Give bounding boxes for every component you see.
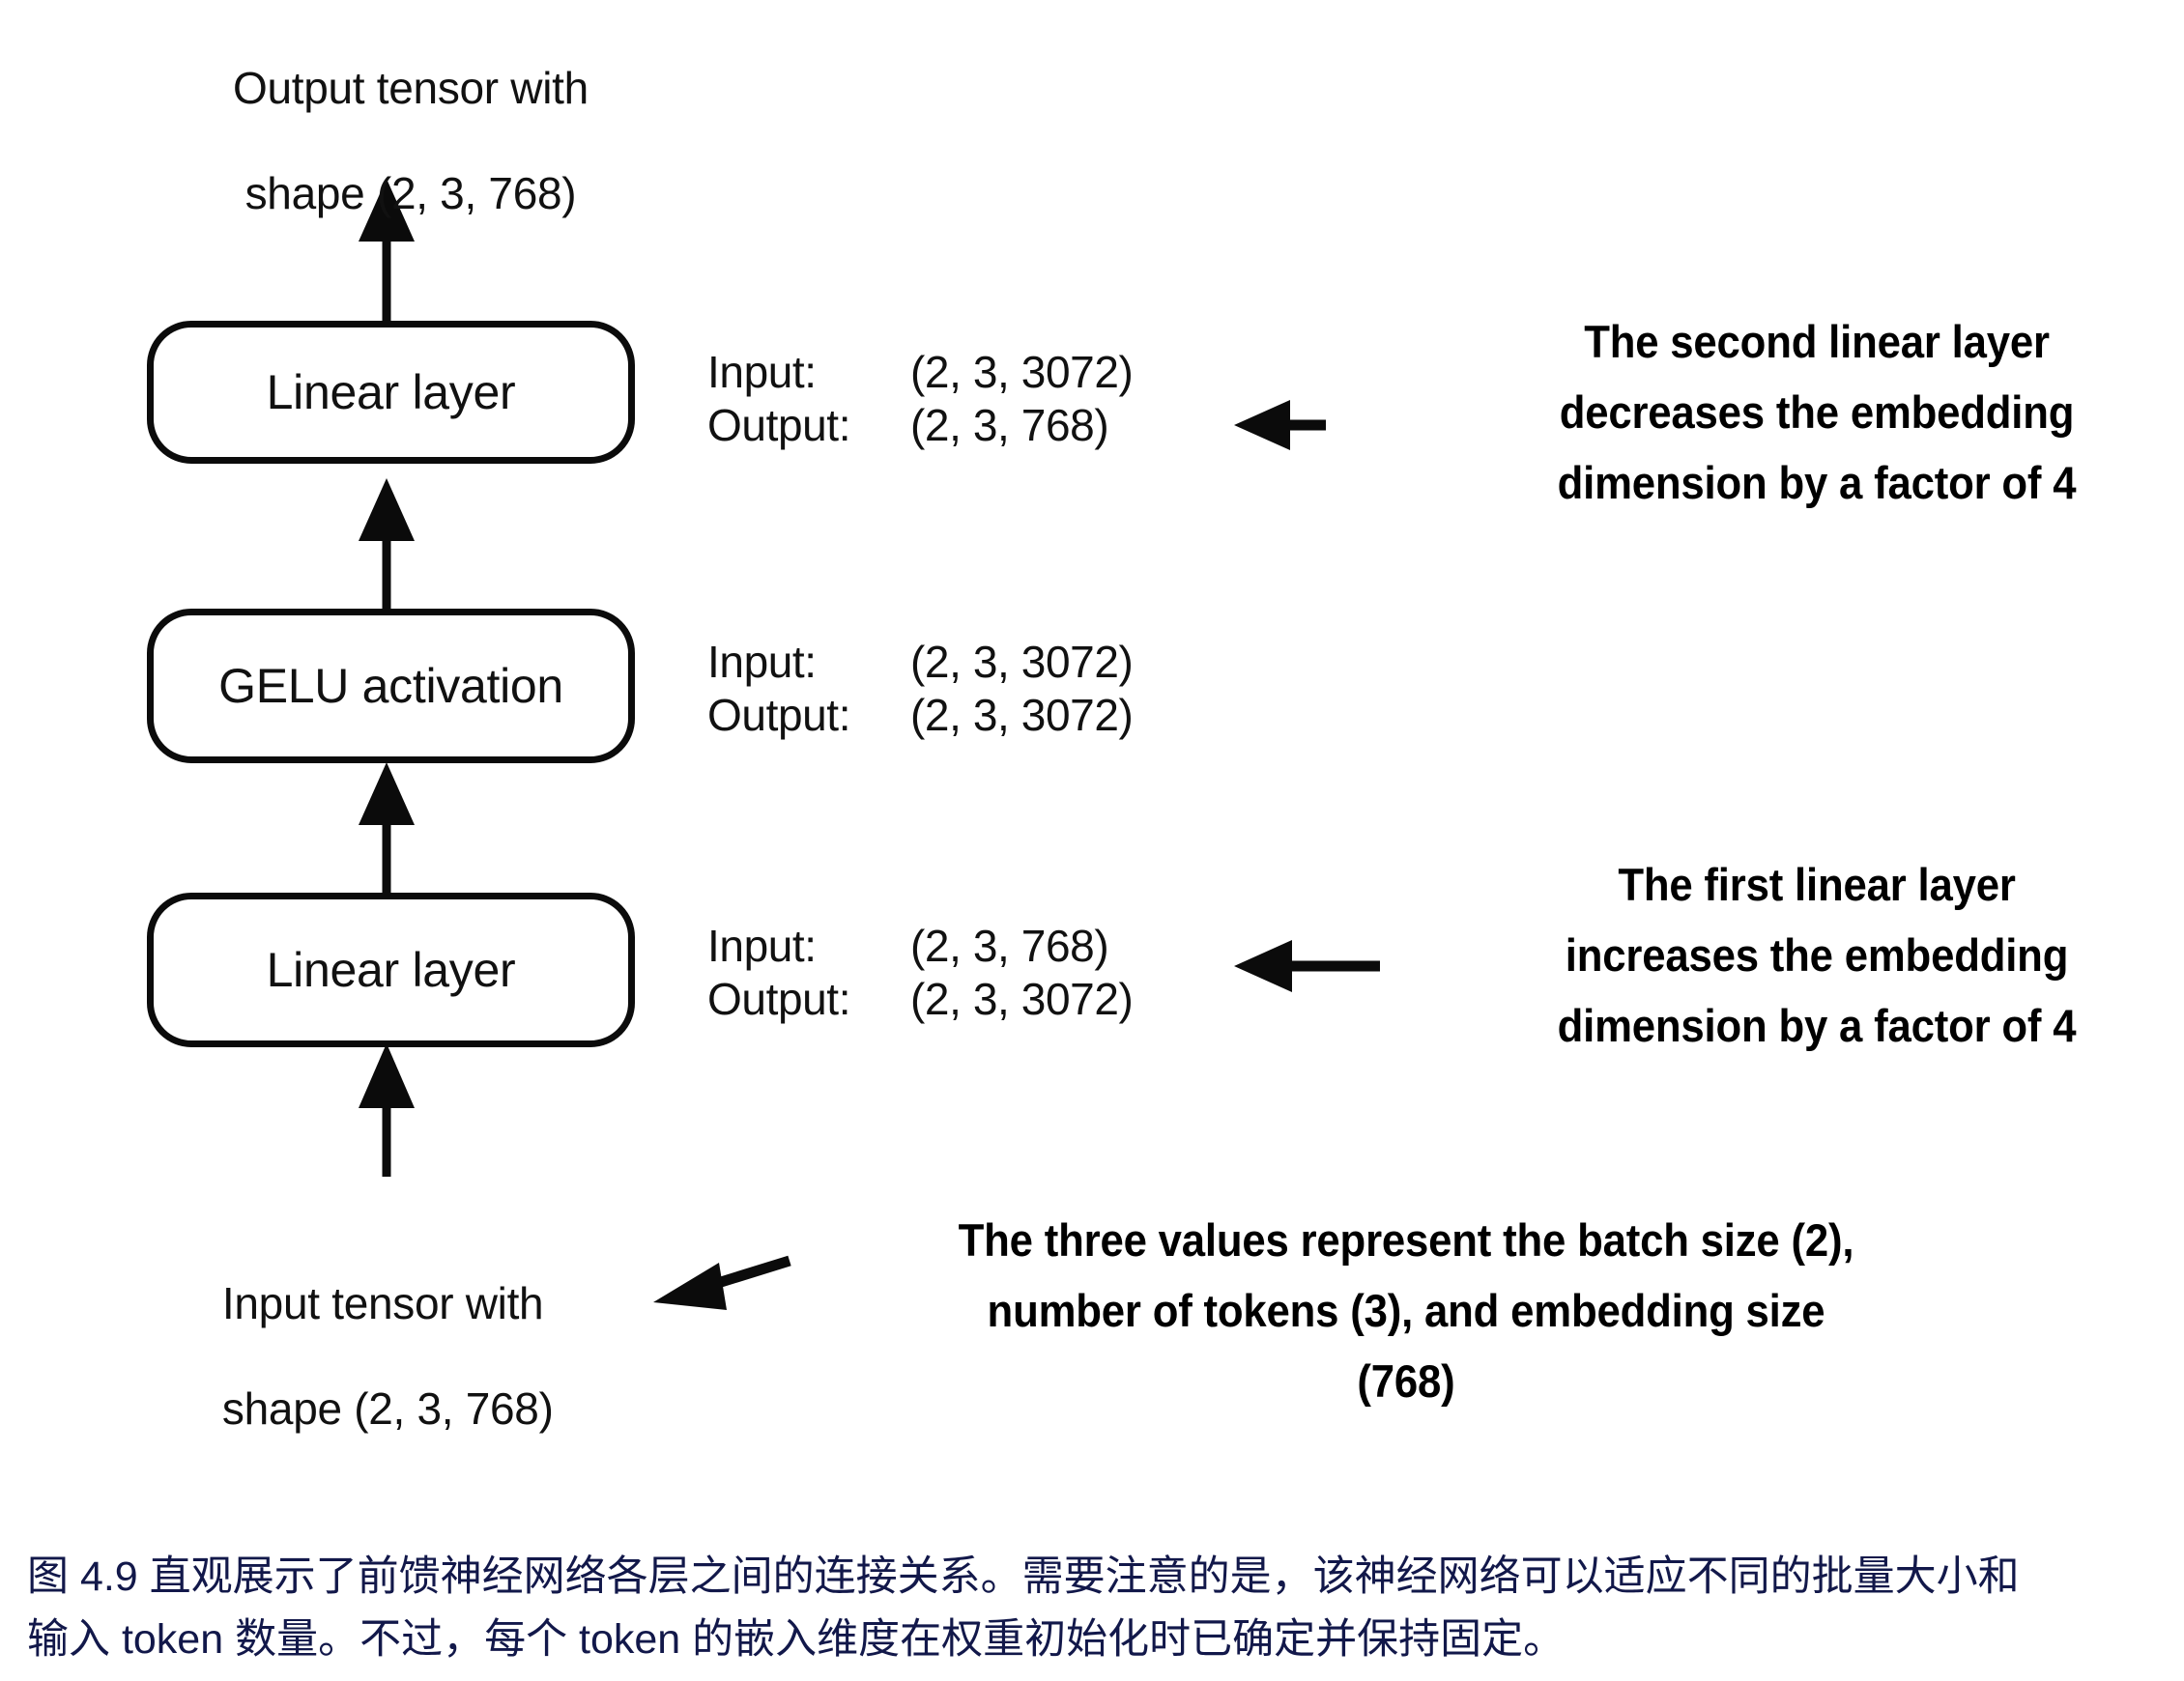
io-input-value: (2, 3, 3072) xyxy=(910,347,1134,397)
io-input-key: Input: xyxy=(707,637,817,687)
arrow-annotation-second-linear xyxy=(1234,400,1326,450)
annotation-second-linear-layer: The second linear layer decreases the em… xyxy=(1503,307,2132,519)
input-tensor-line-1: Input tensor with xyxy=(221,1278,544,1329)
figure-caption: 图 4.9 直观展示了前馈神经网络各层之间的连接关系。需要注意的是，该神经网络可… xyxy=(27,1546,2163,1672)
io-spec-linear-layer-1: Input: (2, 3, 768) Output: (2, 3, 3072) xyxy=(707,920,1134,1026)
annotation-second-linear-line-1: The second linear layer xyxy=(1584,316,2050,367)
io-input-value: (2, 3, 768) xyxy=(910,921,1109,971)
input-tensor-label: Input tensor with shape (2, 3, 768) xyxy=(174,1225,792,1487)
node-linear-layer-2[interactable]: Linear layer xyxy=(147,321,635,464)
annotation-three-values-line-1: The three values represent the batch siz… xyxy=(958,1214,1854,1266)
node-gelu-activation[interactable]: GELU activation xyxy=(147,609,635,763)
annotation-first-linear-line-1: The first linear layer xyxy=(1618,859,2016,910)
annotation-first-linear-line-3: dimension by a factor of 4 xyxy=(1557,999,2077,1051)
io-output-row-linear-2: Output: (2, 3, 768) xyxy=(707,399,1133,452)
io-output-key: Output: xyxy=(707,974,851,1025)
io-input-row-linear-1: Input: (2, 3, 768) xyxy=(707,920,1133,973)
io-output-row-linear-1: Output: (2, 3, 3072) xyxy=(707,973,1134,1026)
io-spec-linear-layer-2: Input: (2, 3, 3072) Output: (2, 3, 768) xyxy=(707,346,1134,452)
annotation-second-linear-line-2: decreases the embedding xyxy=(1559,385,2075,438)
annotation-three-values: The three values represent the batch siz… xyxy=(853,1206,1959,1417)
arrow-linear1-to-gelu xyxy=(359,762,415,894)
node-linear-layer-1-label: Linear layer xyxy=(266,943,516,997)
io-output-row-gelu: Output: (2, 3, 3072) xyxy=(707,689,1134,742)
io-output-key: Output: xyxy=(707,400,851,451)
io-output-value: (2, 3, 3072) xyxy=(910,974,1134,1025)
io-input-row-gelu: Input: (2, 3, 3072) xyxy=(707,636,1134,689)
arrow-gelu-to-linear2 xyxy=(359,478,415,611)
output-tensor-line-1: Output tensor with xyxy=(233,63,589,114)
io-output-value: (2, 3, 768) xyxy=(910,400,1109,451)
annotation-three-values-line-2: number of tokens (3), and embedding size xyxy=(987,1284,1825,1336)
node-linear-layer-2-label: Linear layer xyxy=(266,365,516,419)
io-output-key: Output: xyxy=(707,690,851,741)
io-input-value: (2, 3, 3072) xyxy=(910,637,1134,687)
annotation-three-values-line-3: (768) xyxy=(1357,1354,1455,1407)
io-input-key: Input: xyxy=(707,921,817,971)
figure-caption-line-2: 输入 token 数量。不过，每个 token 的嵌入维度在权重初始化时已确定并… xyxy=(27,1616,1566,1664)
annotation-first-linear-line-2: increases the embedding xyxy=(1565,928,2069,981)
output-tensor-label: Output tensor with shape (2, 3, 768) xyxy=(97,10,676,271)
input-tensor-line-2: shape (2, 3, 768) xyxy=(221,1382,554,1434)
io-input-row-linear-2: Input: (2, 3, 3072) xyxy=(707,346,1134,399)
node-linear-layer-1[interactable]: Linear layer xyxy=(147,893,635,1047)
io-input-key: Input: xyxy=(707,347,817,397)
arrow-annotation-first-linear xyxy=(1234,940,1380,992)
io-spec-gelu: Input: (2, 3, 3072) Output: (2, 3, 3072) xyxy=(707,636,1134,742)
figure-caption-line-1: 图 4.9 直观展示了前馈神经网络各层之间的连接关系。需要注意的是，该神经网络可… xyxy=(27,1553,2020,1600)
io-output-value: (2, 3, 3072) xyxy=(910,690,1134,741)
annotation-first-linear-layer: The first linear layer increases the emb… xyxy=(1503,850,2132,1062)
arrow-input-to-linear1 xyxy=(359,1043,415,1177)
annotation-second-linear-line-3: dimension by a factor of 4 xyxy=(1557,456,2077,508)
node-gelu-activation-label: GELU activation xyxy=(218,659,563,713)
output-tensor-line-2: shape (2, 3, 768) xyxy=(244,167,577,218)
